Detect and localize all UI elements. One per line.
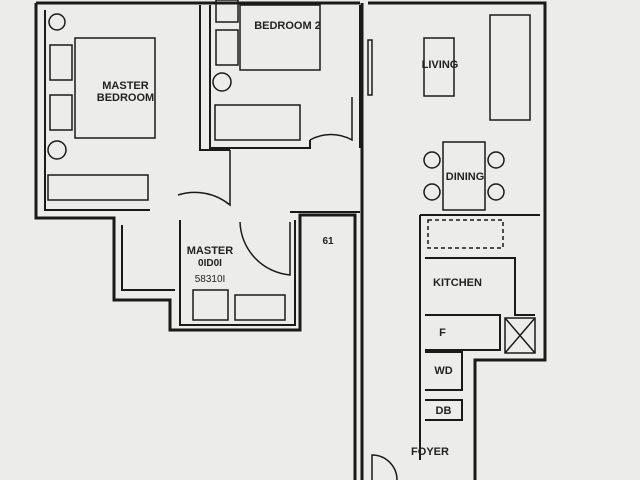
kitchen-sink [504,317,536,354]
room-label-master-bath-sub: 0ID0I [198,258,222,269]
outer-walls [34,1,547,480]
basin [192,289,229,321]
room-label-bedroom-2: BEDROOM 2 [254,20,321,32]
door-swings [177,97,398,480]
room-label-master-bedroom: MASTER BEDROOM [96,80,155,104]
furniture [47,0,536,354]
bedroom2-wardrobe [214,104,301,141]
bedroom2-bed [239,4,321,71]
fridge-label: F [439,327,446,339]
master-bed [74,37,156,139]
living-table [423,37,455,97]
room-label-living: LIVING [421,59,459,71]
washer-dryer-label: WD [434,365,453,377]
master-wardrobe [47,174,149,201]
room-label-dining: DINING [445,171,485,183]
interior-walls [44,5,540,460]
db-label: DB [435,405,452,417]
vanity [234,294,286,321]
room-label-kitchen: KITCHEN [433,277,482,289]
cooktop [427,219,504,249]
dining-table [442,141,486,211]
room-label-foyer: FOYER [411,446,449,458]
corridor-mark: 61 [322,236,334,247]
room-label-master-bath: MASTER [186,245,234,257]
room-label-master-bath-code: 58310I [194,274,226,285]
sofa [489,14,531,121]
